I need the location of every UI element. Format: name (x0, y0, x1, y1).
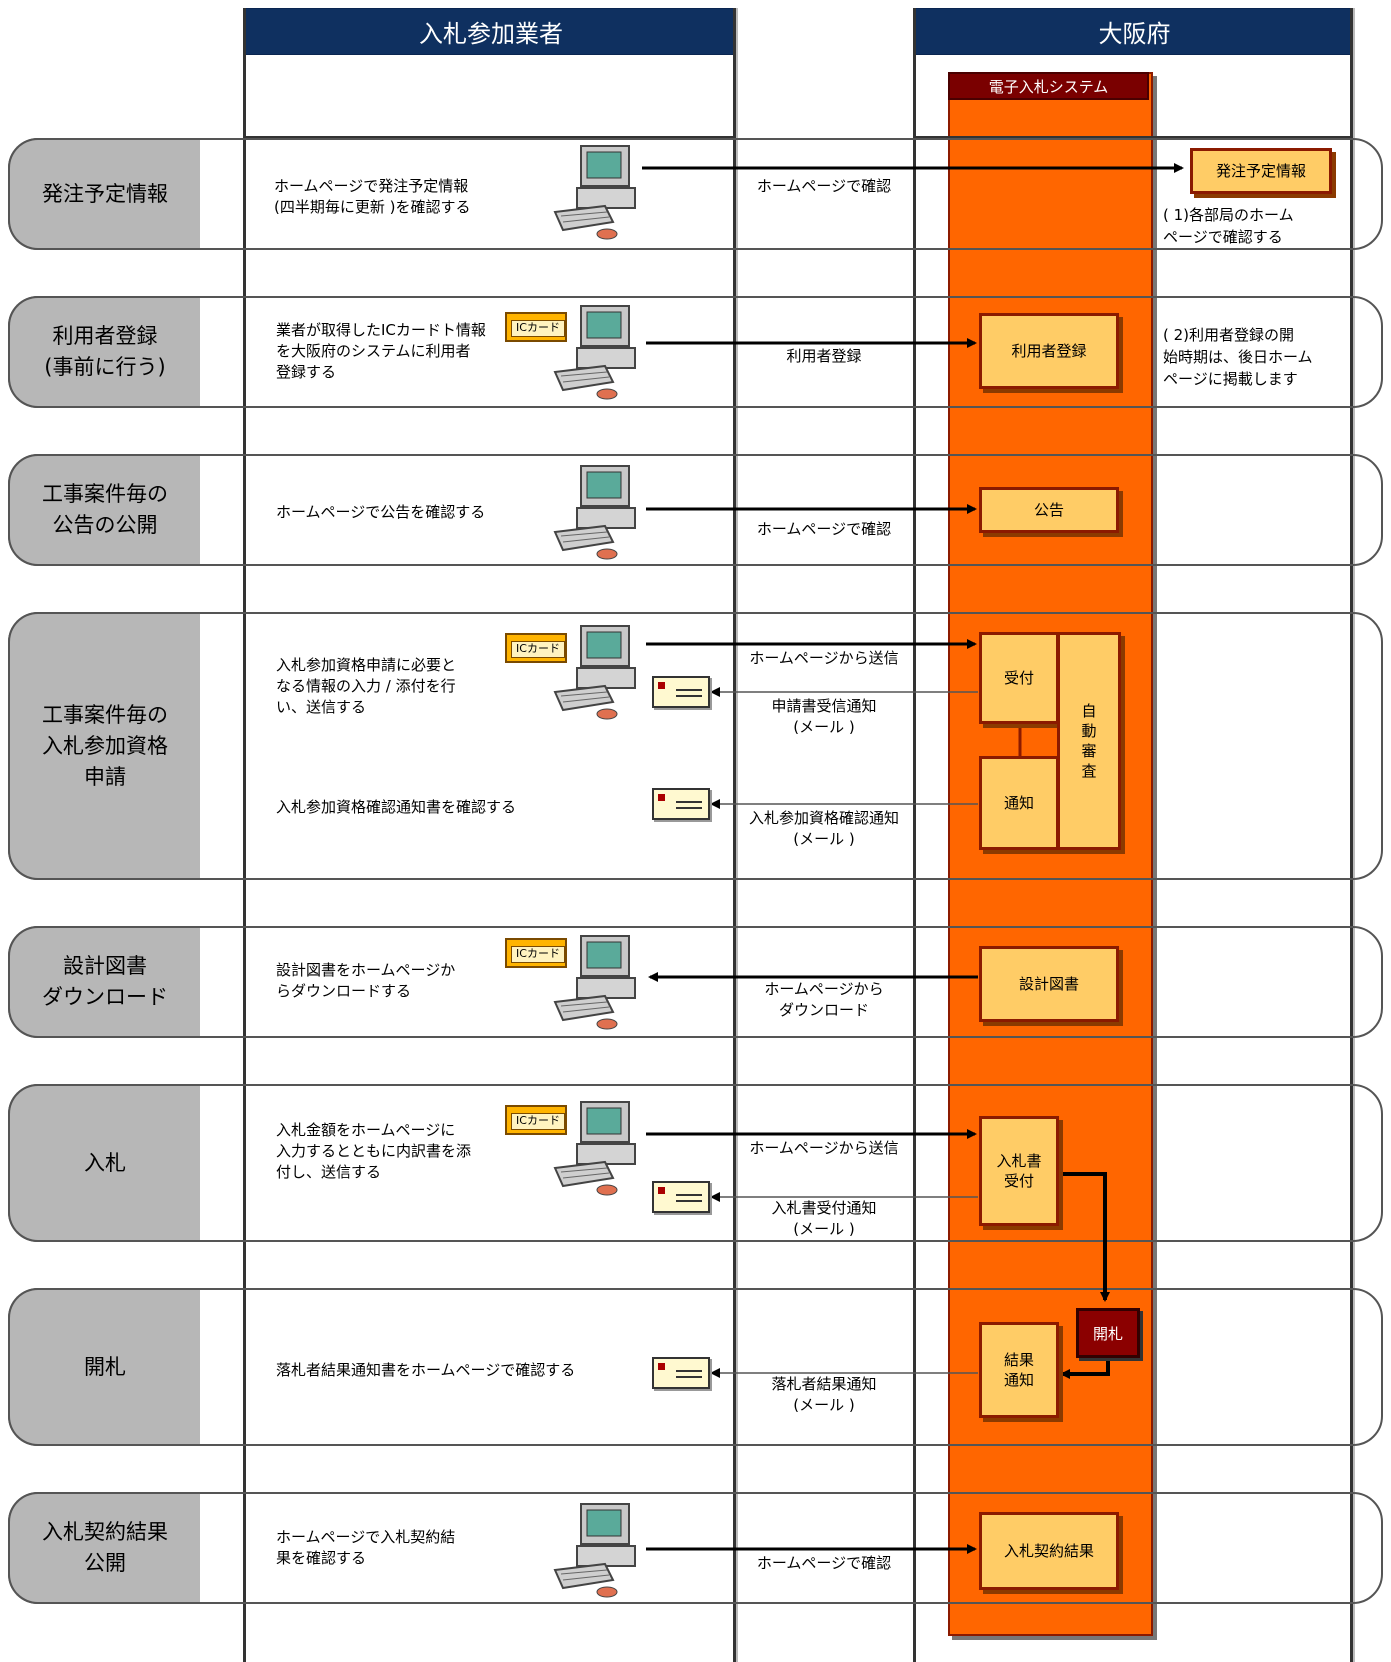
box-qualification-receipt: 受付 (979, 632, 1059, 724)
arrow-label-qualification-send: ホームページから送信 (738, 648, 910, 669)
ic-card-label: ICカード (511, 320, 565, 337)
arrow-label-user-registration: 利用者登録 (738, 346, 910, 367)
connector-opening-result (1062, 1358, 1108, 1374)
ic-card-icon: ICカード (505, 1105, 567, 1135)
vendor-text-opening: 落札者結果通知書をホームページで確認する (276, 1360, 575, 1381)
box-user-registration: 利用者登録 (979, 313, 1119, 389)
computer-icon (553, 1500, 645, 1600)
vendor-text-qualification: 入札参加資格申請に必要と なる情報の入力 / 添付を行 い、送信する (276, 655, 456, 718)
box-results: 入札契約結果 (979, 1512, 1119, 1590)
note-user-registration: ( 2)利用者登録の開 始時期は、後日ホーム ページに掲載します (1163, 324, 1313, 390)
ic-card-icon: ICカード (505, 312, 567, 342)
vendor-text-notice: ホームページで公告を確認する (276, 502, 485, 523)
vendor-text-order-plan: ホームページで発注予定情報 (四半期毎に更新 )を確認する (274, 176, 470, 218)
box-result-notice: 結果 通知 (979, 1322, 1059, 1418)
box-auto-review: 自 動 審 査 (1057, 632, 1121, 850)
box-order-plan: 発注予定情報 (1190, 148, 1332, 194)
arrow-label-qualification-receipt: 申請書受信通知 (メール ) (738, 696, 910, 738)
ic-card-label: ICカード (511, 1113, 565, 1130)
computer-icon (553, 462, 645, 562)
ic-card-icon: ICカード (505, 633, 567, 663)
vendor-text-user-registration: 業者が取得したICカードト情報 を大阪府のシステムに利用者 登録する (276, 320, 486, 383)
arrow-label-design-download: ホームページから ダウンロード (738, 979, 910, 1021)
note-order-plan: ( 1)各部局のホーム ページで確認する (1163, 204, 1294, 248)
mail-icon (652, 1181, 710, 1213)
mail-icon (652, 676, 710, 708)
arrow-label-results-publish: ホームページで確認 (738, 1553, 910, 1574)
mail-icon (652, 1357, 710, 1389)
vendor-text-bid: 入札金額をホームページに 入力するとともに内訳書を添 付し、送信する (276, 1120, 471, 1183)
mail-icon (652, 788, 710, 820)
box-opening: 開札 (1076, 1308, 1140, 1358)
box-notice: 公告 (979, 487, 1119, 533)
arrow-label-bid-send: ホームページから送信 (738, 1138, 910, 1159)
vendor-text-results: ホームページで入札契約結 果を確認する (276, 1527, 455, 1569)
arrow-label-result-notice: 落札者結果通知 (メール ) (738, 1374, 910, 1416)
vendor-text-qualification-confirm: 入札参加資格確認通知書を確認する (276, 797, 516, 818)
arrow-label-qualification-confirm: 入札参加資格確認通知 (メール ) (738, 808, 910, 850)
arrow-label-bid-receipt: 入札書受付通知 (メール ) (738, 1198, 910, 1240)
box-qualification-notice: 通知 (979, 756, 1059, 850)
box-design-docs: 設計図書 (979, 946, 1119, 1022)
computer-icon (553, 142, 645, 242)
arrow-label-notice: ホームページで確認 (738, 519, 910, 540)
ic-card-label: ICカード (511, 946, 565, 963)
connector-bid-opening (1060, 1174, 1105, 1300)
vendor-text-design-download: 設計図書をホームページか らダウンロードする (276, 960, 455, 1002)
arrow-label-order-plan: ホームページで確認 (738, 176, 910, 197)
ic-card-icon: ICカード (505, 938, 567, 968)
ic-card-label: ICカード (511, 641, 565, 658)
box-bid-receipt: 入札書 受付 (979, 1116, 1059, 1226)
